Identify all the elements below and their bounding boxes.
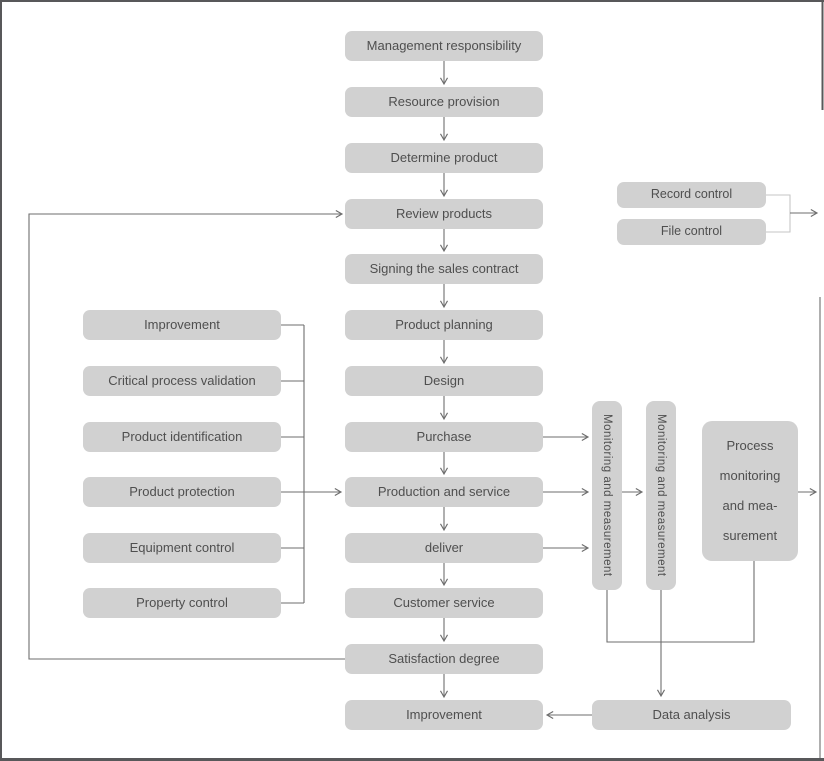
- node-production-and-service: Production and service: [345, 477, 543, 507]
- node-monitoring-measurement-1: Monitoring and measurement: [592, 401, 622, 590]
- node-design: Design: [345, 366, 543, 396]
- node-management-responsibility: Management responsibility: [345, 31, 543, 61]
- connector-monitoring1-process-hook: [606, 561, 755, 643]
- left-bus: [281, 324, 305, 604]
- node-product-planning: Product planning: [345, 310, 543, 340]
- node-customer-service: Customer service: [345, 588, 543, 618]
- node-review-products: Review products: [345, 199, 543, 229]
- node-product-protection: Product protection: [83, 477, 281, 507]
- node-signing-sales-contract: Signing the sales contract: [345, 254, 543, 284]
- node-record-control: Record control: [617, 182, 766, 208]
- node-improvement-left: Improvement: [83, 310, 281, 340]
- node-process-monitoring-measurement: Process monitoring and mea- surement: [702, 421, 798, 561]
- node-satisfaction-degree: Satisfaction degree: [345, 644, 543, 674]
- node-monitoring-measurement-2: Monitoring and measurement: [646, 401, 676, 590]
- node-critical-process-validation: Critical process validation: [83, 366, 281, 396]
- node-determine-product: Determine product: [345, 143, 543, 173]
- record-file-bracket: [766, 194, 791, 233]
- node-equipment-control: Equipment control: [83, 533, 281, 563]
- connector-satisfaction-to-review: [28, 209, 345, 660]
- node-improvement: Improvement: [345, 700, 543, 730]
- node-purchase: Purchase: [345, 422, 543, 452]
- node-resource-provision: Resource provision: [345, 87, 543, 117]
- node-product-identification: Product identification: [83, 422, 281, 452]
- node-data-analysis: Data analysis: [592, 700, 791, 730]
- node-deliver: deliver: [345, 533, 543, 563]
- node-property-control: Property control: [83, 588, 281, 618]
- monitoring-arrows: [543, 432, 644, 553]
- node-file-control: File control: [617, 219, 766, 245]
